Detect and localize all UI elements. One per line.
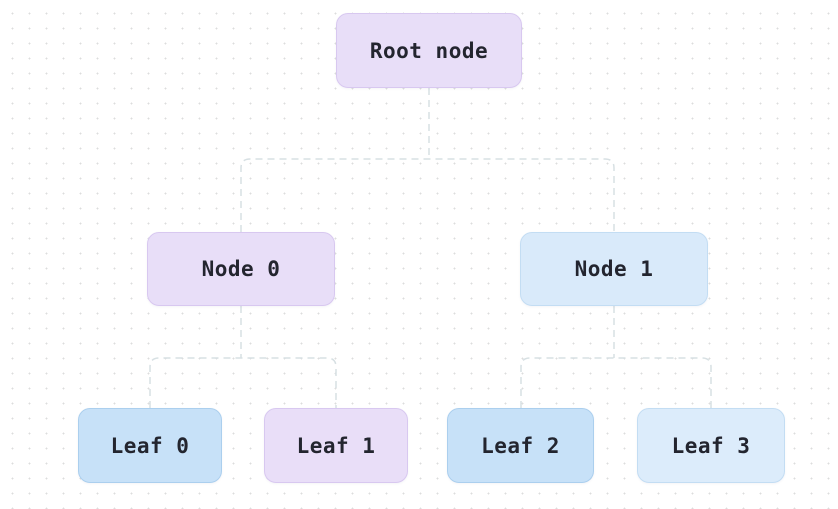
tree-node-leaf1-label: Leaf 1: [296, 433, 376, 458]
tree-node-node0-label: Node 0: [201, 257, 281, 281]
tree-node-node1-label: Node 1: [574, 257, 654, 281]
tree-node-leaf1[interactable]: Leaf 1: [264, 408, 408, 483]
tree-node-leaf3[interactable]: Leaf 3: [637, 408, 785, 483]
tree-node-leaf2[interactable]: Leaf 2: [447, 408, 594, 483]
tree-node-root-label: Root node: [369, 38, 489, 63]
tree-node-leaf0-label: Leaf 0: [110, 433, 190, 458]
edge-node1-to-leaf2-leaf3: [520, 357, 712, 408]
edge-node0-to-leaf0-leaf1: [149, 357, 337, 408]
tree-node-node0[interactable]: Node 0: [147, 232, 335, 306]
tree-node-root[interactable]: Root node: [336, 13, 522, 88]
tree-node-leaf0[interactable]: Leaf 0: [78, 408, 222, 483]
edge-root-to-node0-node1: [240, 158, 615, 232]
tree-node-leaf2-label: Leaf 2: [481, 433, 560, 458]
tree-node-leaf3-label: Leaf 3: [671, 433, 751, 458]
tree-node-node1[interactable]: Node 1: [520, 232, 708, 306]
